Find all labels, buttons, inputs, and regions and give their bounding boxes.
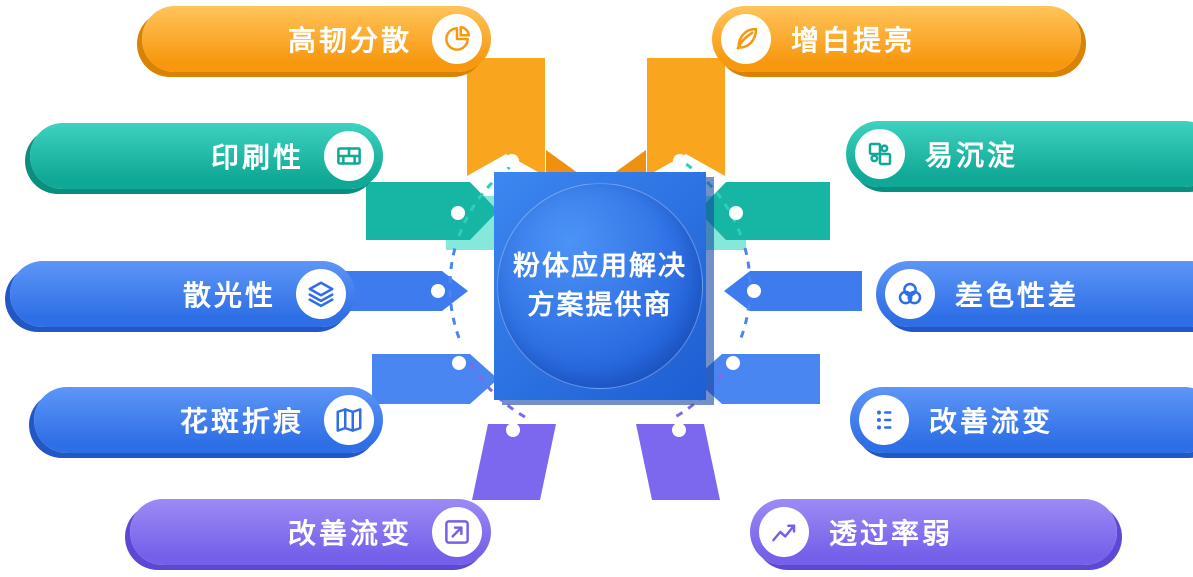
pill-label: 易沉淀 [925, 139, 1019, 172]
pill-color-difference: 差色性差 [876, 261, 1193, 327]
folded-map-icon [324, 395, 374, 445]
pill-label: 透过率弱 [829, 517, 954, 550]
pill-label: 印刷性 [210, 141, 304, 174]
pill-whitening-brightening: 增白提亮 [712, 6, 1081, 72]
center-title-line1: 粉体应用解决 [513, 250, 687, 282]
center-title-line2: 方案提供商 [527, 290, 673, 321]
three-circles-icon [885, 269, 935, 319]
bricks-icon [324, 131, 374, 181]
layers-icon [296, 269, 346, 319]
leaf-icon [721, 14, 771, 64]
pill-label: 改善流变 [929, 405, 1054, 438]
pill-label: 差色性差 [955, 279, 1080, 312]
pill-label: 花斑折痕 [179, 405, 304, 438]
pill-light-scattering: 散光性 [10, 261, 355, 327]
center-circle: 粉体应用解决 方案提供商 [497, 183, 703, 389]
ribbon-purple [472, 424, 720, 500]
arrow-up-right-icon [432, 507, 482, 557]
sliders-list-icon [859, 395, 909, 445]
pill-printability: 印刷性 [30, 123, 383, 189]
puzzle-icon [855, 129, 905, 179]
pie-chart-icon [432, 14, 482, 64]
center-node: 粉体应用解决 方案提供商 [494, 172, 706, 400]
pill-mottling-crease: 花斑折痕 [34, 387, 383, 453]
pill-label: 增白提亮 [791, 24, 916, 57]
pill-low-transmittance: 透过率弱 [750, 499, 1117, 565]
pill-rheology-improvement-right: 改善流变 [850, 387, 1193, 453]
pill-label: 高韧分散 [287, 24, 412, 57]
pill-label: 散光性 [182, 279, 276, 312]
pill-rheology-improvement-left: 改善流变 [130, 499, 491, 565]
pill-high-toughness-dispersion: 高韧分散 [142, 6, 491, 72]
pill-label: 改善流变 [287, 517, 412, 550]
pill-easy-sedimentation: 易沉淀 [846, 121, 1193, 187]
line-chart-icon [759, 507, 809, 557]
